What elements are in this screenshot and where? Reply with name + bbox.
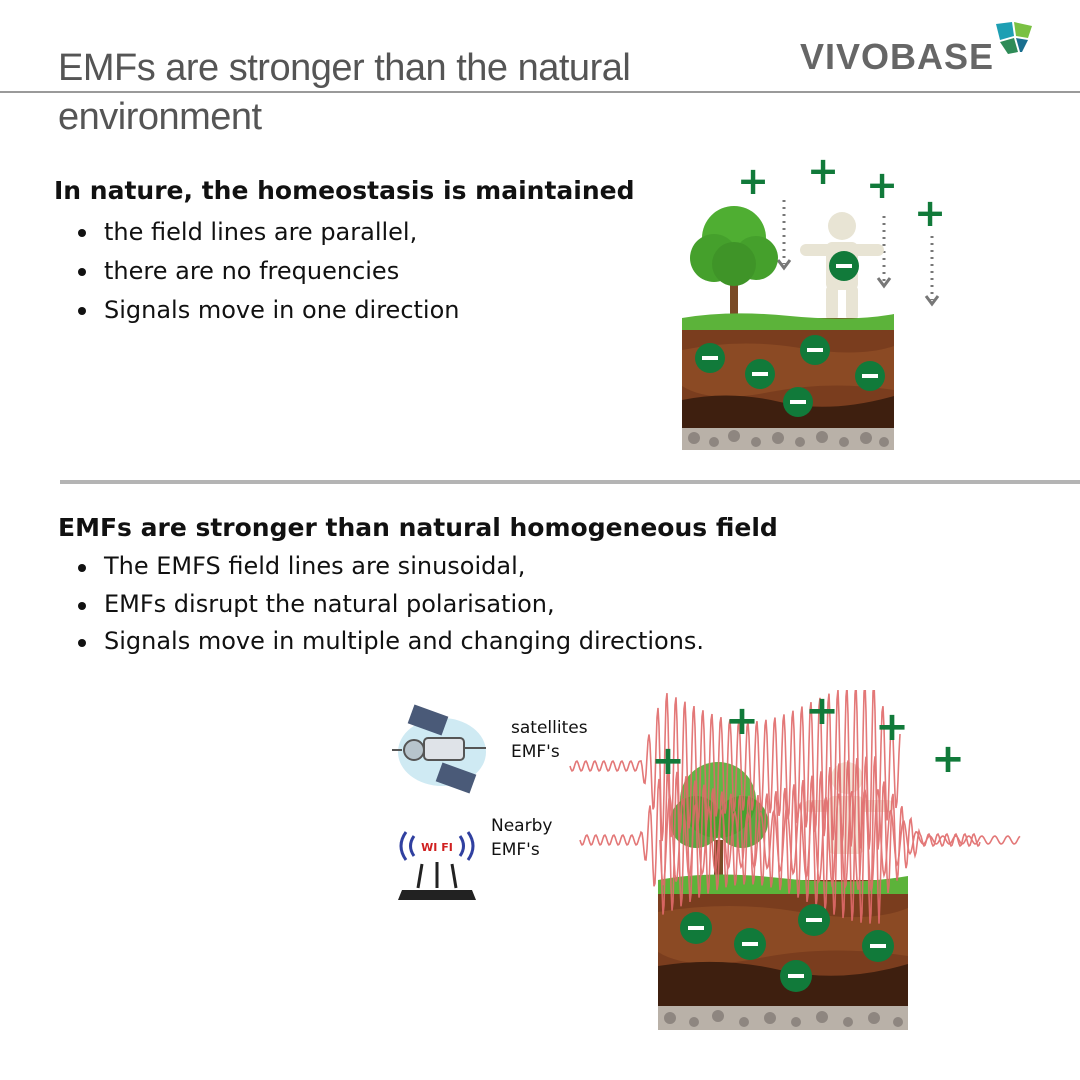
emf-wave [659,789,1021,891]
emf-section-heading: EMFs are stronger than natural homogeneo… [58,513,778,542]
plus-icon: + [651,738,685,784]
tree-icon [690,206,778,320]
emf-illustration: + + + + + [569,690,1021,1030]
soil-block [658,874,908,1030]
brand-logo-text: VIVOBASE [799,36,994,77]
emf-waves [569,690,1021,924]
nature-illustration: + + + + [682,150,946,450]
nature-section-heading: In nature, the homeostasis is maintained [54,176,635,205]
page-title: EMFs are stronger than the natural envir… [58,47,631,138]
plus-icon: + [725,698,759,744]
emf-bullet: The EMFS field lines are sinusoidal, [78,548,704,586]
emf-wave [569,690,901,850]
satellite-icon [392,704,486,794]
nature-bullet: there are no frequencies [78,252,460,291]
nature-bullet-list: the field lines are parallel, there are … [78,213,460,330]
negative-charge-icons [695,335,885,417]
plus-icon: + [737,159,769,203]
plus-icon: + [914,191,946,235]
nature-bullet: the field lines are parallel, [78,213,460,252]
emf-bullet: Signals move in multiple and changing di… [78,623,704,661]
nature-bullet: Signals move in one direction [78,291,460,330]
plus-icon: + [866,163,898,207]
brand-logo-icon [996,22,1032,54]
header-divider [0,91,1080,93]
emf-bullet-list: The EMFS field lines are sinusoidal, EMF… [78,548,704,661]
plus-icon: + [807,150,839,193]
plus-icon: + [805,690,839,734]
section-divider [60,480,1080,484]
positive-charge-icons: + + + + [737,150,946,235]
positive-charge-icons: + + + + + [651,690,965,784]
wifi-router-icon: WI FI [398,831,476,900]
emf-bullet: EMFs disrupt the natural polarisation, [78,586,704,624]
satellite-label: satellites EMF's [511,718,588,762]
negative-charge-icons [680,904,894,992]
wifi-label: Nearby EMF's [491,816,553,860]
plus-icon: + [931,736,965,782]
plus-icon: + [875,704,909,750]
wifi-text: WI FI [421,841,453,854]
